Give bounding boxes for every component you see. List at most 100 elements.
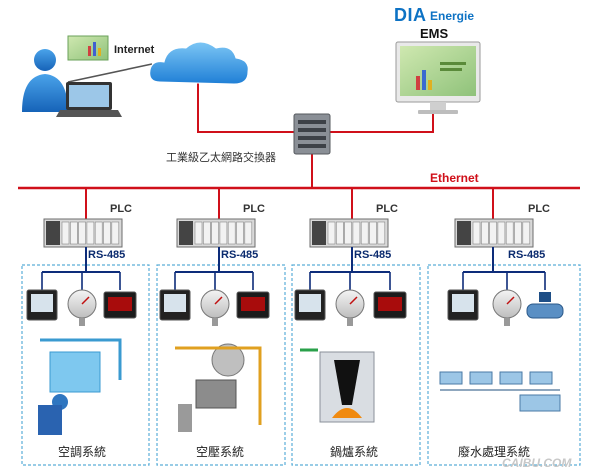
process-illustration-3 [300,348,375,423]
gauge-needle [81,296,90,305]
plc-io-module [227,221,236,245]
gauge-needle [349,296,358,305]
laptop-icon [56,82,122,117]
gauge-stem [212,318,218,326]
process-illustration-4 [439,371,561,412]
plc-io-module [369,221,377,245]
rs485-label-2: RS-485 [221,249,259,261]
compressor-body [195,379,237,409]
plc-icon [176,218,256,248]
plc-io-module [94,221,103,245]
air-tank [178,404,192,432]
switch-icon [293,113,331,155]
plc-cpu [46,221,60,245]
wastewater-tank [439,371,463,385]
plc-io-module [505,221,514,245]
gauge-needle [506,296,515,305]
wastewater-tank [499,371,523,385]
plc-io-module [61,221,70,245]
pressure-gauge-icon [335,289,365,326]
rs485-label-3: RS-485 [354,249,392,261]
laptop-to-cloud-line [67,63,153,83]
plc-io-module [360,221,369,245]
ethernet-label: Ethernet [430,171,479,185]
ethernet-lines [18,80,580,222]
pressure-gauge-icon [492,289,522,326]
plc-io-module [203,221,211,245]
power-meter-screen [452,294,474,312]
process-illustration-2 [175,343,262,432]
plc-io-module [78,221,86,245]
system-panel-1 [21,264,150,466]
flow-meter-pipe [526,303,564,319]
system-name-4: 廢水處理系統 [458,445,531,459]
plc-io-module [244,221,253,245]
power-meter-icon [159,289,191,321]
process-illustration-1 [38,338,122,435]
user-icon [22,49,68,112]
plc-io-module [489,221,497,245]
hvac-pipe [40,338,122,380]
power-meter-screen [31,294,53,312]
internet-label: Internet [114,44,155,56]
plc-io-module [522,221,531,245]
plc-io-module [497,221,506,245]
cloud-icon [149,41,249,85]
system-name-3: 鍋爐系統 [330,445,379,459]
pressure-gauge-icon [200,289,230,326]
gauge-stem [79,318,85,326]
plc-io-module [103,221,111,245]
system-panel-2 [156,264,286,466]
digital-display-icon [373,291,407,319]
plc-label-1: PLC [110,203,132,215]
brand-energie-logo: Energie [430,9,475,23]
switch-label: 工業級乙太網路交換器 [166,152,276,164]
plc-label-3: PLC [376,203,398,215]
ems-label: EMS [420,26,449,41]
system-name-1: 空調系統 [58,445,107,459]
plc-io-module [514,221,522,245]
clarifier [519,394,561,412]
hvac-chiller [38,405,62,435]
power-meter-screen [164,294,186,312]
plc-io-module [70,221,78,245]
display-led [108,297,132,311]
brand-dia-logo: DIA [394,5,427,25]
wastewater-tank [529,371,553,385]
plc-io-module [194,221,203,245]
plc-label-4: PLC [528,203,550,215]
systems-layer [21,218,581,466]
system-4 [427,218,581,466]
flow-meter-icon [526,292,564,319]
air-pipe [175,346,262,425]
ems-to-switch-line [330,112,434,133]
cloud-to-switch-line [197,80,298,133]
plc-io-module [472,221,481,245]
gauge-needle [214,296,223,305]
plc-icon [454,218,534,248]
wastewater-tank [469,371,493,385]
power-meter-icon [294,289,326,321]
plc-io-module [236,221,244,245]
plc-io-module [211,221,219,245]
digital-display-icon [236,291,270,319]
plc-cpu [312,221,326,245]
boiler-flame [332,408,362,418]
plc-icon [309,218,389,248]
plc-label-2: PLC [243,203,265,215]
plc-cpu [457,221,471,245]
system-name-2: 空壓系統 [196,445,245,459]
power-meter-icon [447,289,479,321]
watermark: CAIBU.COM [502,456,572,470]
plc-io-module [352,221,361,245]
monitor-icon [395,41,481,114]
gauge-stem [504,318,510,326]
plc-io-module [327,221,336,245]
plc-io-module [219,221,228,245]
system-panel-4 [427,264,581,466]
system-3 [291,218,421,466]
plc-cpu [179,221,193,245]
hvac-unit [49,351,101,393]
boiler-chimney [334,360,360,405]
